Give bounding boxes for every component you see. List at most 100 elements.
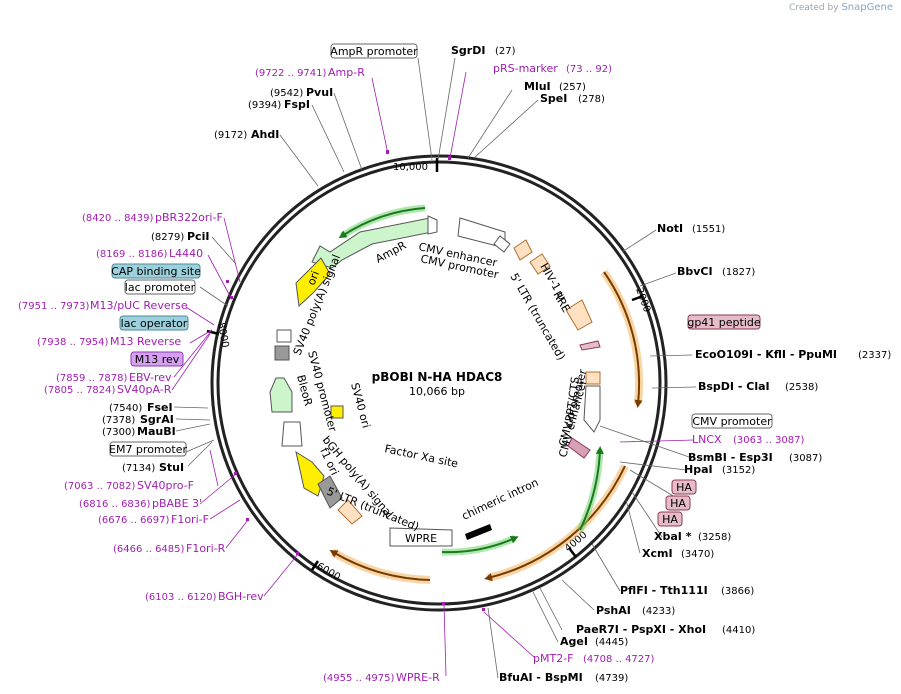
primer-sv40pa-r: SV40pA-R [117,383,172,396]
primer-pbabe-3-pos: (6816 .. 6836) [79,499,151,510]
ori-arrow [295,257,331,308]
em7-promoter-shape [281,421,303,447]
primer-bgh-rev-pos: (6103 .. 6120) [145,592,217,603]
enzyme-bfuai: BfuAI - BspMI [499,671,583,684]
enzyme-ecoo109i: EcoO109I - KflI - PpuMI [695,348,837,361]
green-arc-2-line [441,535,519,554]
backbone-inner-circle [216,160,662,606]
box-ha-1 [671,479,697,495]
primer-pmt2-f: pMT2-F [533,652,574,665]
primer-amp-r: Amp-R [328,66,365,79]
feature-label-wpre: WPRE [405,532,437,545]
enzyme-xbai: XbaI * [654,530,692,543]
chimeric-intron-shape [465,524,492,540]
feature-label-sv40-ori: SV40 ori [348,381,373,429]
enzyme-paer7i: PaeR7I - PspXI - XhoI [576,623,706,636]
leader-lines [173,57,697,679]
enzyme-ahdi: AhdI [251,128,279,141]
primer-bgh-rev: BGH-rev [218,590,264,603]
label-lac-promoter: lac promoter [125,281,196,294]
label-ampr-promoter: AmpR promoter [330,45,418,58]
label-cap-binding-site: CAP binding site [111,265,201,278]
box-lac-operator [119,315,189,331]
enzyme-agei-pos: (4445) [595,637,628,648]
tick-6000 [310,560,320,571]
primer-m13-puc-reverse: M13/pUC Reverse [90,299,188,312]
box-ampr-promoter [330,43,418,59]
enzyme-ahdi-pos: (9172) [214,130,247,141]
enzyme-stui: StuI [159,461,184,474]
feature-label-bleor: BleoR [294,373,315,407]
tick-label-10000: 10,000 [393,162,428,173]
enzyme-bsmbi-pos: (3087) [789,453,822,464]
primer-pbr322ori-f-pos: (8420 .. 8439) [82,213,154,224]
label-lac-operator: lac operator [121,317,188,330]
enzyme-pvui-pos: (9542) [270,88,303,99]
primer-lncx-pos: (3063 .. 3087) [733,435,805,446]
box-em7-promoter [109,441,187,457]
label-m13-rev: M13 rev [135,353,180,366]
primer-amp-r-pos: (9722 .. 9741) [255,68,327,79]
enzyme-maubi: MauBI [137,425,176,438]
plasmid-length: 10,066 bp [409,385,465,398]
feature-label-factor-xa: Factor Xa site [383,442,459,470]
enzyme-fsei: FseI [147,401,173,414]
primer-wpre-r: WPRE-R [396,671,440,684]
primer-ebv-rev: EBV-rev [129,371,172,384]
feature-label-chimeric-intron: chimeric intron [460,476,541,523]
enzyme-noti: NotI [657,222,683,235]
feature-label-ori: ori [305,269,322,287]
primer-l4440-pos: (8169 .. 8186) [96,249,168,260]
primer-m13-puc-reverse-pos: (7951 .. 7973) [18,301,90,312]
primer-pmt2-f-pos: (4708 .. 4727) [583,654,655,665]
wpre-shape [389,527,453,547]
label-ha-1: HA [676,481,692,494]
enzyme-hpai-pos: (3152) [722,465,755,476]
snapgene-watermark: Created by SnapGene [789,2,893,13]
ltr-top-shape [513,239,533,261]
enzyme-bspdi-pos: (2538) [785,382,818,393]
hiv-psi-shape [529,253,551,275]
primer-wpre-r-pos: (4955 .. 4975) [323,673,395,684]
primer-sv40pa-r-pos: (7805 .. 7824) [44,385,116,396]
primer-prs-marker-pos: (73 .. 92) [566,64,612,75]
enzyme-pcii: PciI [187,230,209,243]
enzyme-maubi-pos: (7300) [102,427,135,438]
enzyme-hpai: HpaI [684,463,713,476]
enzyme-pflfi: PflFI - Tth111I [620,584,708,597]
rre-shape [565,299,593,331]
plasmid-name: pBOBI N-HA HDAC8 [372,370,503,384]
enzyme-pshai-pos: (4233) [642,606,675,617]
enzyme-sgrai-pos: (7378) [102,415,135,426]
enzyme-sgrdi: SgrDI [451,44,485,57]
enzyme-fspi-pos: (9394) [248,100,281,111]
enzyme-noti-pos: (1551) [692,224,725,235]
enzyme-xcmi: XcmI [642,547,673,560]
enzyme-labels: SgrDI (27) MluI (257) SpeI (278) NotI (1… [102,44,891,684]
enzyme-ecoo109i-pos: (2337) [858,350,891,361]
ltr-left-shape [337,499,363,525]
cmv-enhancer-right-shape [583,385,601,433]
enzyme-pcii-pos: (8279) [151,232,184,243]
enzyme-mlui-pos: (257) [559,82,586,93]
enzyme-bbvci: BbvCI [677,265,713,278]
orf-arc-2-line [484,465,626,581]
cppt-shape [585,371,601,385]
enzyme-bfuai-pos: (4739) [595,673,628,684]
boxed-labels: AmpR promoter CAP binding site lac promo… [109,43,773,527]
cmv-promoter-top-shape [493,235,511,253]
green-arc-1-line [579,446,604,531]
box-cmv-promoter [691,413,773,429]
orf-arc-1-line [603,271,643,408]
box-cap-binding-site [111,263,201,279]
enzyme-stui-pos: (7134) [122,463,155,474]
label-em7-promoter: EM7 promoter [109,443,187,456]
primer-f1ori-f: F1ori-F [171,513,209,526]
tick-label-2000: 2000 [633,286,652,314]
enzyme-agei: AgeI [560,635,588,648]
orf-arc-2 [487,464,629,582]
primer-f1ori-f-pos: (6676 .. 6697) [98,515,170,526]
enzyme-spei: SpeI [540,92,567,105]
primer-m13-reverse-pos: (7938 .. 7954) [37,337,109,348]
